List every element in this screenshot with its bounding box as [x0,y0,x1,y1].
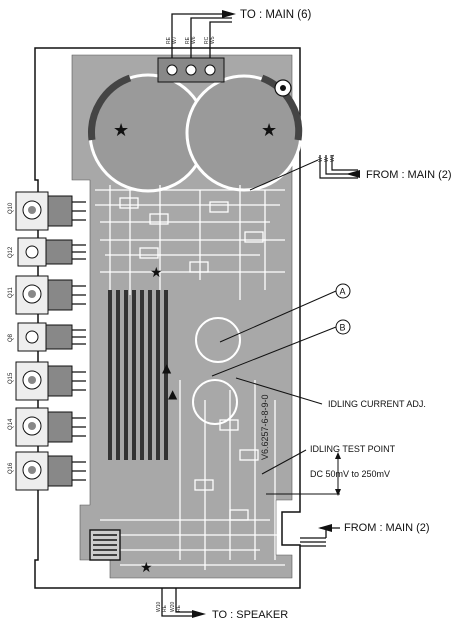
leader-b [211,326,337,377]
mounting-hole-center [280,85,286,91]
board-star-2: ★ [140,560,153,576]
connector-pin [204,64,216,76]
leader-a [219,290,337,343]
label-from-main-top: FROM : MAIN (2) [366,169,452,181]
connector-top-label: W7 [172,36,178,44]
dc-arrow-down [335,489,341,496]
transistor [15,407,86,447]
transistor [15,361,86,401]
cap-band-left [88,74,132,141]
transistor-label: Q16 [8,462,14,474]
cap-star-right: ★ [261,120,277,141]
arrow-from-main-top [346,170,360,178]
label-dc-range: DC 50mV to 250mV [310,469,390,479]
transistor-label: Q12 [8,246,14,258]
right-wire-bundle-bottom [300,530,327,547]
transistor-label: Q15 [8,372,14,384]
board-star-3: ▲ [162,361,172,375]
cap-band-right [260,74,303,141]
pad-ring-b [192,379,238,425]
connector-bottom-label: W20 [170,602,176,613]
callout-b-label: B [340,323,346,333]
transistor-label: Q8 [8,333,14,342]
connector-top-label: RE [166,36,172,44]
pad-ring-a [195,317,241,363]
label-to-speaker: TO : SPEAKER [212,609,288,621]
arrow-to-main-top [222,10,236,18]
coil-component [89,529,121,561]
connector-right-label: W [324,157,330,162]
label-from-main-bottom: FROM : MAIN (2) [344,522,430,534]
board-star-1: ★ [150,265,163,281]
leader-from-main-top [249,159,319,191]
connector-top-label: RC [204,36,210,44]
connector-top-label: W6 [191,36,197,44]
transistor [15,275,86,315]
cap-star-left: ★ [113,120,129,141]
transistor [17,322,86,352]
heatsink-comb [108,290,168,460]
leader-idling-adj [235,377,323,405]
connector-pin [185,64,197,76]
component-field [95,185,285,570]
transistor [15,451,86,491]
transistor-row [15,191,86,491]
transistor-label: Q10 [8,202,14,214]
connector-pin [166,64,178,76]
label-to-main-6: TO : MAIN (6) [240,9,312,21]
top-wire-bundle [171,13,232,58]
connector-top-label: RE [185,36,191,44]
transistor-label: Q11 [8,286,14,298]
label-idling-adj: IDLING CURRENT ADJ. [328,399,426,409]
bottom-wire-bundle [161,588,195,617]
label-idling-test-point: IDLING TEST POINT [310,444,396,454]
callout-a-label: A [340,287,346,297]
board-serial: V6.6257-6-8-9-0 [260,394,270,460]
dc-arrow-up [335,452,341,459]
connector-right-label: W [318,157,324,162]
connector-top-label: W5 [210,36,216,44]
leader-test-point-1 [261,449,307,475]
board-star-4: ▲ [168,387,178,401]
transistor [17,237,86,267]
connector-bottom-label: W10 [156,602,162,613]
connector-bottom-label: RE [162,604,168,612]
connector-right-label: W1 [330,154,336,162]
transistor [15,191,86,231]
transistor-label: Q14 [8,418,14,430]
connector-bottom-label: RE [176,604,182,612]
arrow-to-speaker [192,610,206,618]
